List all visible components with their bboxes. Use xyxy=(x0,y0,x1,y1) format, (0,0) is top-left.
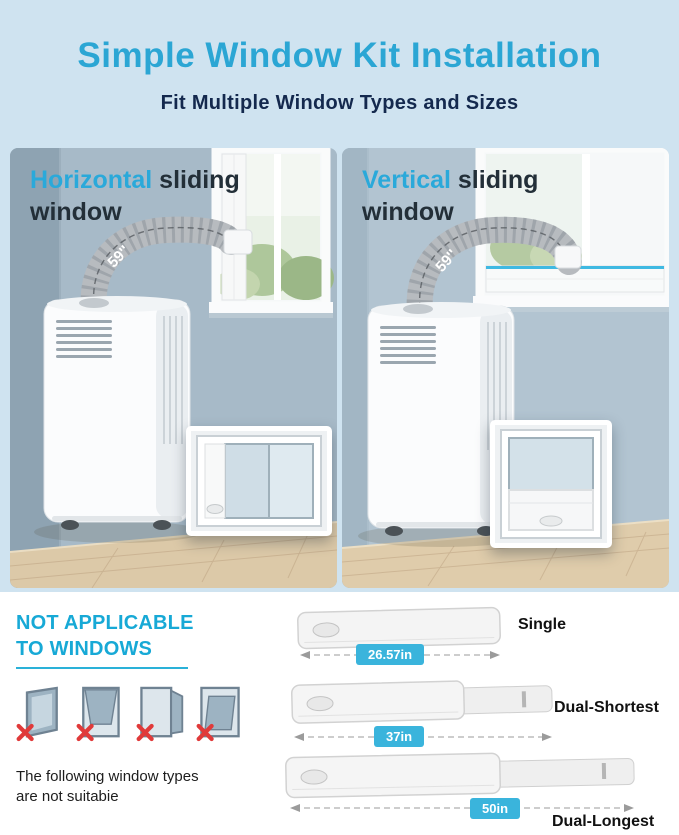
horizontal-window-inset xyxy=(186,426,332,536)
note-line1: The following window types xyxy=(16,768,199,785)
kit-panels-illustration xyxy=(285,606,635,812)
label-highlight: Vertical xyxy=(362,166,451,194)
kit-name-single: Single xyxy=(518,616,567,633)
kit-name-dual-shortest: Dual-Shortest xyxy=(554,699,659,716)
red-cross-icon xyxy=(136,723,154,742)
kit-name-dual-longest: Dual-Longest xyxy=(552,813,655,830)
casement-window-icon xyxy=(136,686,184,742)
window-horizontal xyxy=(209,148,334,318)
dual-longest-kit-panel xyxy=(285,752,635,799)
red-cross-icon xyxy=(196,723,214,742)
not-applicable-line2: TO WINDOWS xyxy=(16,638,153,661)
vertical-window-inset xyxy=(490,420,612,548)
kit-length-dual-longest: 50in xyxy=(470,798,521,819)
dual-shortest-kit-panel xyxy=(291,680,553,724)
horizontal-window-panel: 59'' Horizontal sliding window xyxy=(10,148,337,588)
single-kit-panel xyxy=(297,606,501,650)
exhaust-hose xyxy=(80,216,244,321)
hopper-window-icon xyxy=(196,686,240,742)
exhaust-hose xyxy=(406,216,582,325)
kit-length-single: 26.57in xyxy=(356,644,425,665)
horizontal-scene-illustration: 59'' xyxy=(10,148,337,588)
hose-window-connector xyxy=(554,245,582,269)
hose-window-connector xyxy=(223,229,253,255)
vertical-panel-label: Vertical sliding window xyxy=(362,164,597,228)
hose-hole xyxy=(300,769,328,785)
note-line2: are not suitabie xyxy=(16,788,119,806)
heading-underline xyxy=(16,667,188,669)
not-applicable-heading: NOT APPLICABLE TO WINDOWS xyxy=(16,610,194,663)
horizontal-slider-diagram xyxy=(191,431,327,531)
hose-hole xyxy=(306,696,334,712)
vertical-window-panel: 59'' Vertical sliding window xyxy=(342,148,669,588)
horizontal-panel-label: Horizontal sliding window xyxy=(30,164,265,228)
double-hung-diagram xyxy=(495,425,607,543)
page-subtitle: Fit Multiple Window Types and Sizes xyxy=(160,92,519,114)
awning-window-icon xyxy=(76,686,120,742)
red-cross-icon xyxy=(76,723,94,742)
hose-hole xyxy=(312,622,340,638)
label-rest: sliding window xyxy=(362,166,539,226)
not-suitable-note: The following window types are not suita… xyxy=(16,767,199,808)
not-applicable-line1: NOT APPLICABLE xyxy=(16,612,194,634)
label-rest: sliding window xyxy=(30,166,240,226)
portable-ac-unit xyxy=(43,296,191,530)
dual-longest-dimension-line xyxy=(290,804,634,812)
page-title: Simple Window Kit Installation xyxy=(77,36,602,75)
kit-length-dual-shortest: 37in xyxy=(374,726,425,747)
unsupported-window-icons xyxy=(14,683,246,743)
label-highlight: Horizontal xyxy=(30,166,153,194)
tilted-pane-window-icon xyxy=(16,686,58,742)
red-cross-icon xyxy=(16,723,34,742)
